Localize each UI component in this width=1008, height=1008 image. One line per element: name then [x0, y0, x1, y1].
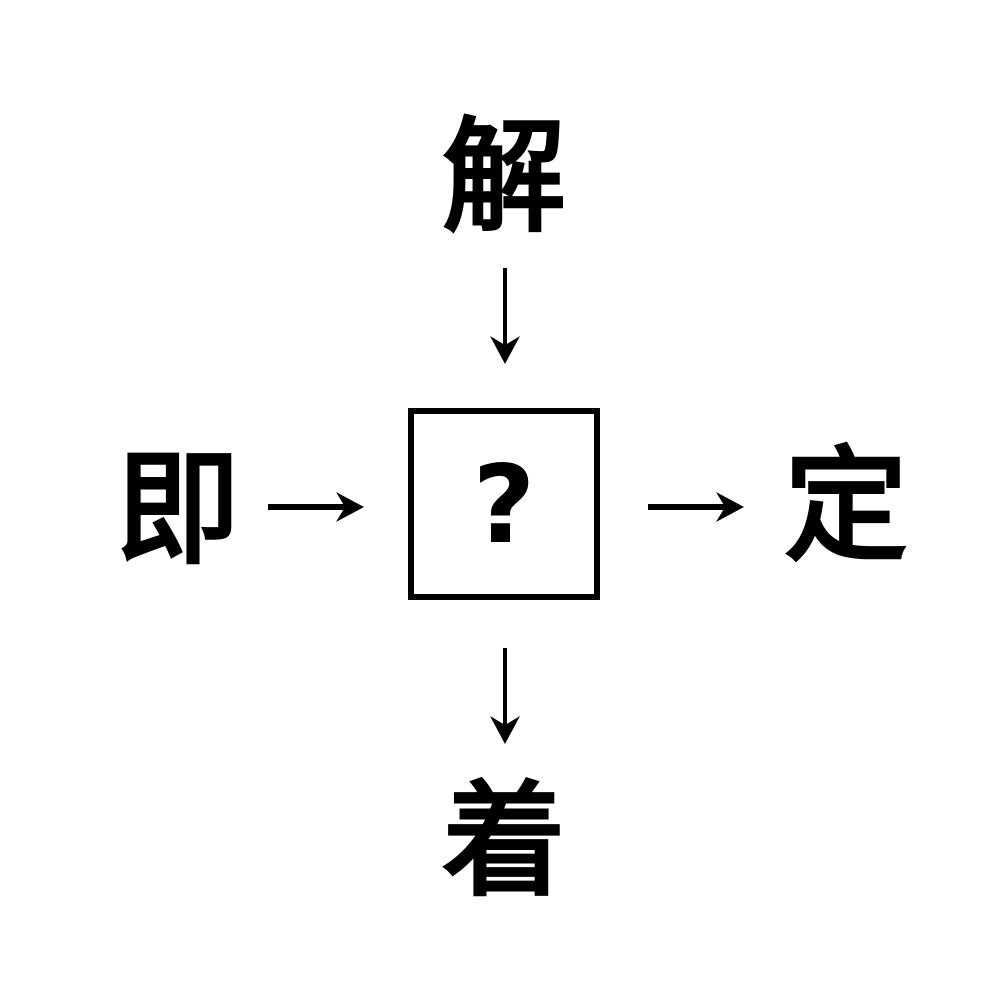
- arrow-down-bottom: [455, 642, 555, 750]
- answer-box[interactable]: ?: [408, 408, 600, 600]
- kanji-node-right-label: 定: [783, 435, 908, 579]
- arrow-right-icon: [268, 492, 364, 522]
- kanji-node-left: 即: [108, 440, 248, 580]
- arrow-right-icon: [648, 492, 744, 522]
- kanji-node-top: 解: [0, 108, 1008, 248]
- kanji-node-right: 定: [776, 437, 916, 577]
- arrow-right-left-side: [262, 462, 370, 552]
- arrow-right-right-side: [642, 462, 750, 552]
- kanji-node-top-label: 解: [441, 106, 566, 250]
- arrow-down-top: [455, 262, 555, 370]
- kanji-node-left-label: 即: [115, 438, 240, 582]
- arrow-down-icon: [490, 268, 520, 364]
- answer-placeholder-label: ?: [472, 443, 536, 568]
- kanji-node-bottom: 着: [0, 772, 1008, 912]
- arrow-down-icon: [490, 648, 520, 744]
- kanji-node-bottom-label: 着: [441, 770, 566, 914]
